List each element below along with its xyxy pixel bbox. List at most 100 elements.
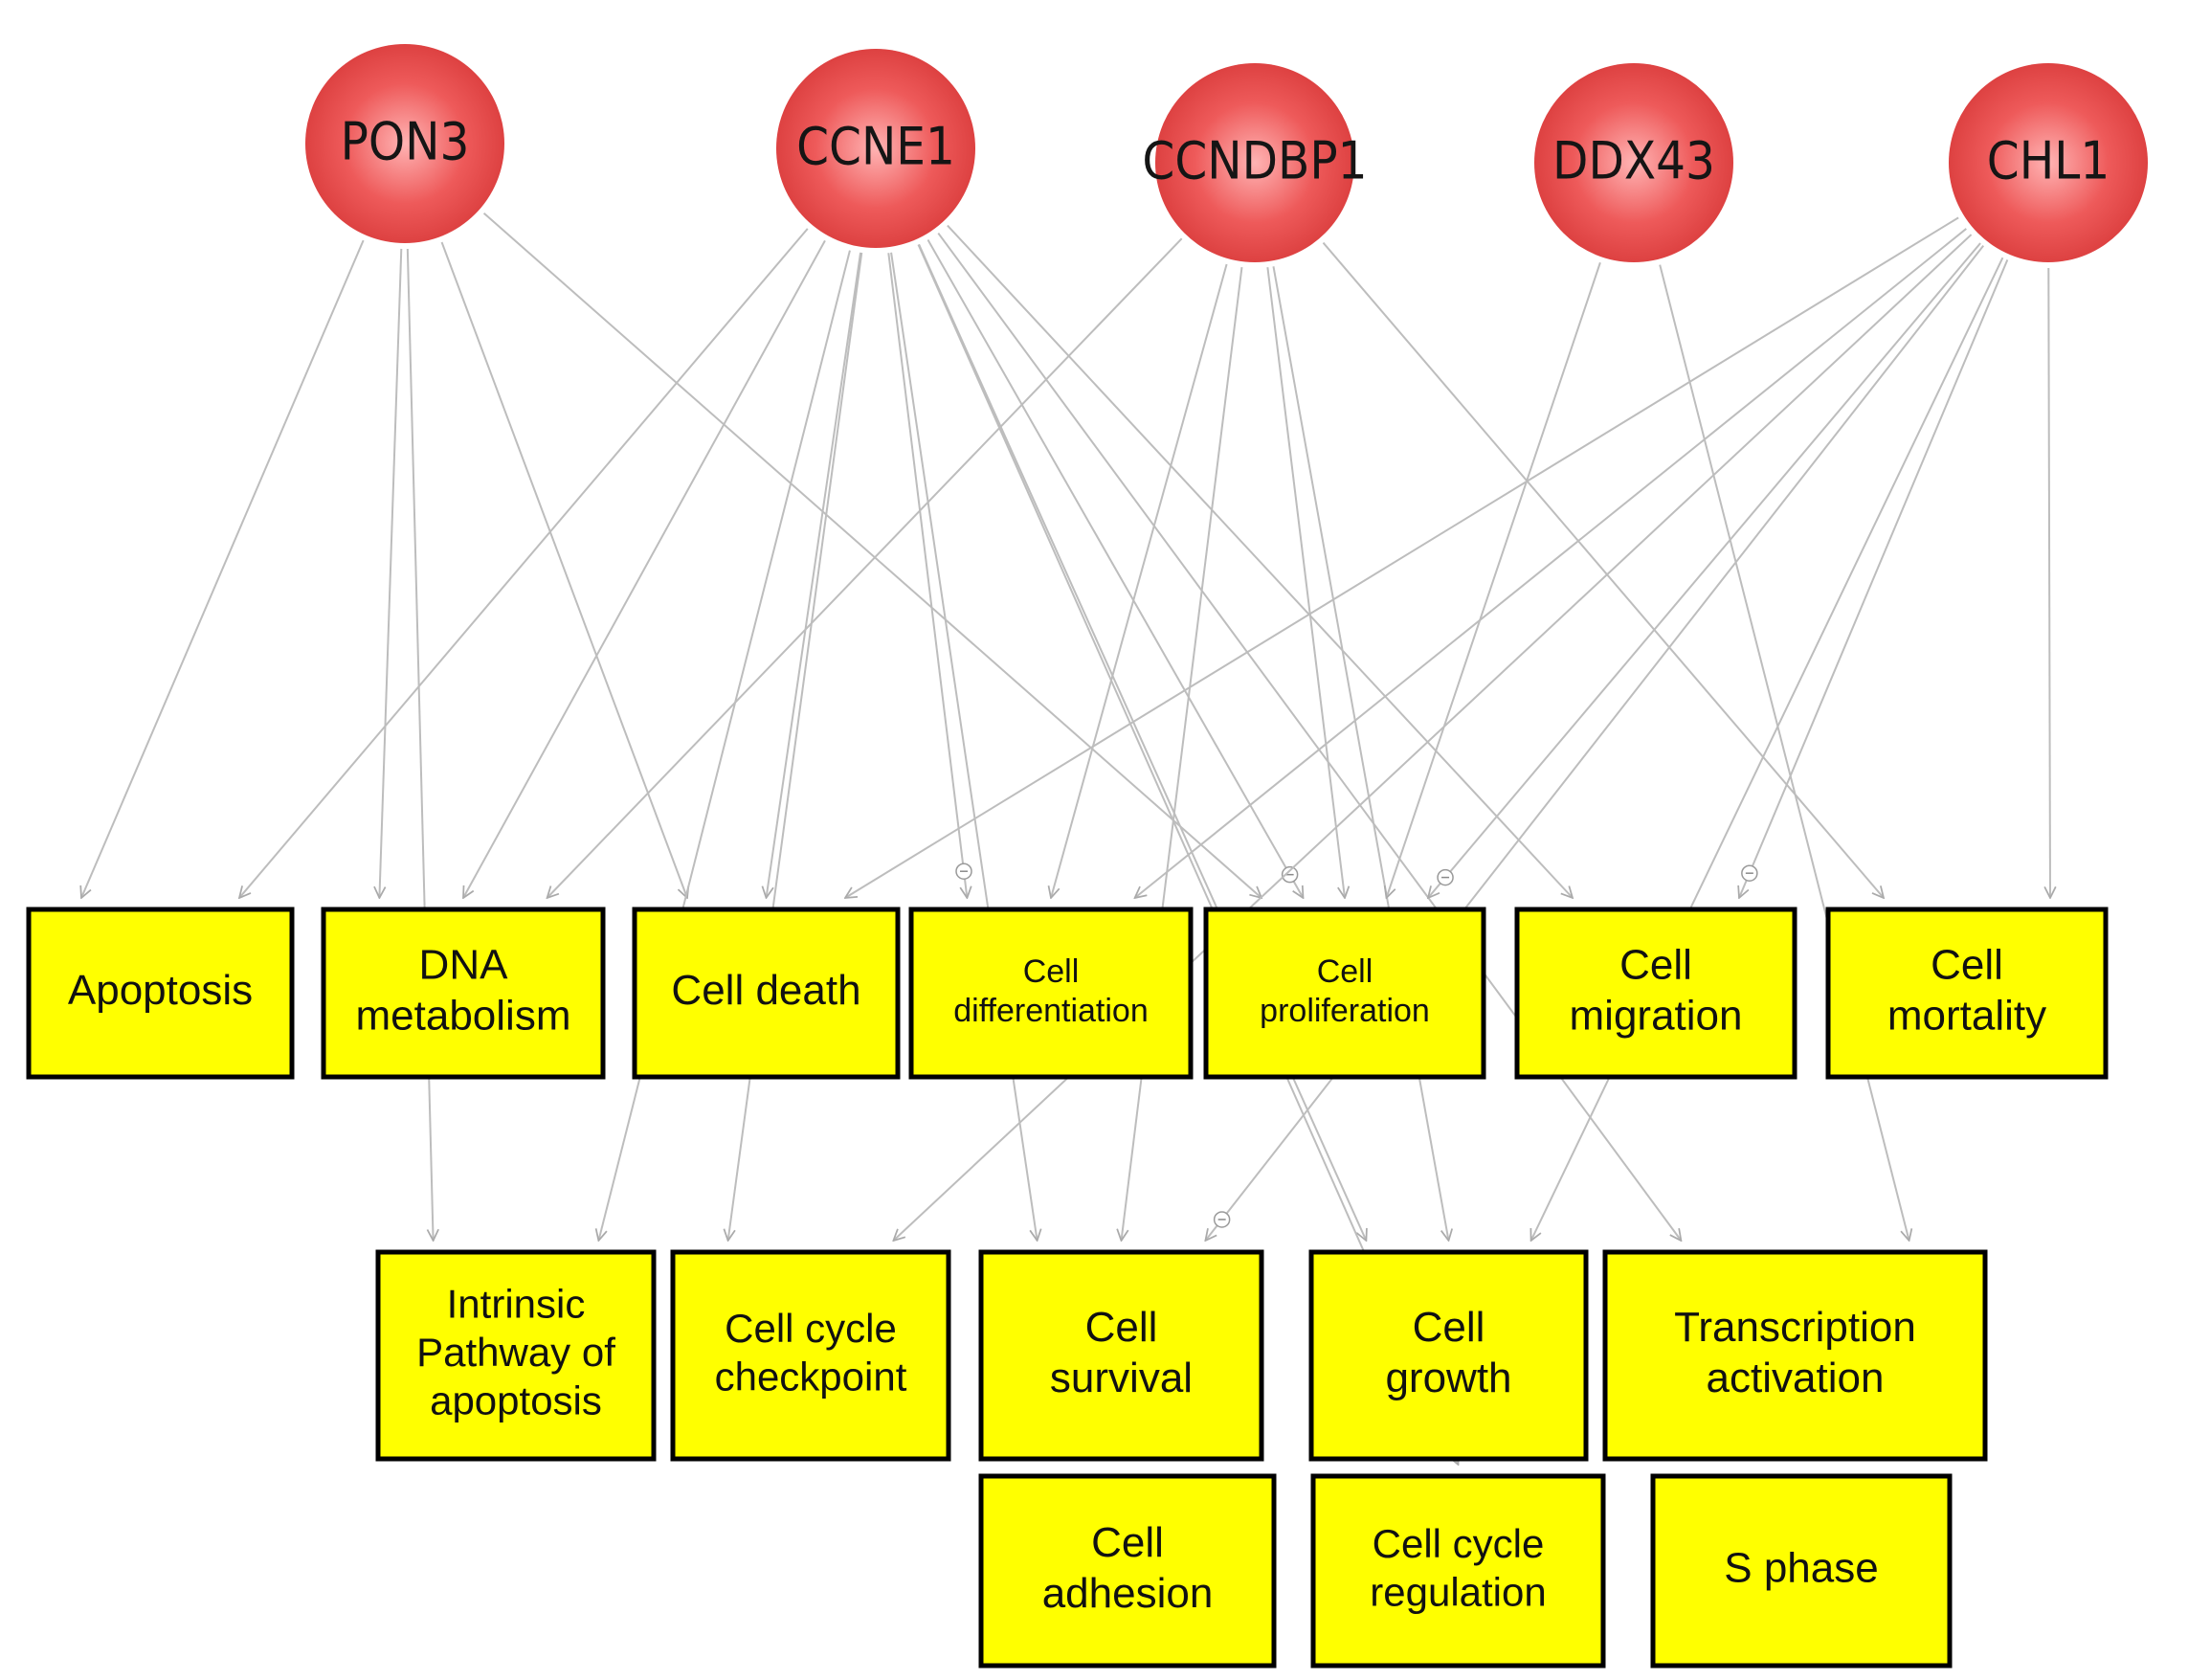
- gene-circle: [776, 49, 975, 248]
- edge-ccne1-to-cell-growth: [918, 243, 1366, 1241]
- process-box-rect: [26, 907, 295, 1080]
- edge-ccndbp1-to-cell-mortality: [1322, 241, 1884, 898]
- genes-layer: PON3 CCNE1 CCNDBP1 DDX43 CHL1: [305, 44, 2148, 262]
- edge-ccne1-to-intrinsic-pathway: [598, 250, 851, 1241]
- process-box-rect: [1203, 907, 1486, 1080]
- process-label-line: proliferation: [1260, 993, 1430, 1029]
- process-label-line: Cell: [1023, 953, 1080, 990]
- process-label-line: checkpoint: [715, 1354, 907, 1399]
- gene-node-ddx43[interactable]: DDX43: [1534, 63, 1733, 262]
- process-label-line: differentiation: [953, 993, 1149, 1029]
- gene-label: CHL1: [1987, 131, 2110, 191]
- edge-chl1-to-cell-growth: [1531, 257, 2004, 1241]
- process-label-line: mortality: [1887, 993, 2046, 1040]
- edge-chl1-to-cell-differentiation: [1135, 228, 1967, 898]
- edge-ccne1-to-transcription-activation: [937, 232, 1681, 1241]
- edge-ccne1-to-cell-cycle-checkpoint: [728, 252, 863, 1241]
- process-label-line: S phase: [1724, 1545, 1878, 1592]
- process-box-rect: [978, 1473, 1277, 1669]
- process-box-rect: [1825, 907, 2109, 1080]
- edge-pon3-to-cell-proliferation: [482, 212, 1261, 898]
- edge-chl1-to-cell-mortality: [2048, 267, 2050, 898]
- edge-ccndbp1-to-cell-proliferation: [1266, 267, 1345, 898]
- gene-node-pon3[interactable]: PON3: [305, 44, 504, 243]
- edge-ddx43-to-cell-proliferation: [1387, 261, 1601, 898]
- edge-ccne1-to-cell-death: [767, 252, 862, 898]
- process-label-line: Apoptosis: [68, 967, 253, 1014]
- edge-pon3-to-cell-death: [440, 241, 687, 898]
- edge-pon3-to-apoptosis: [81, 239, 365, 898]
- edge-chl1-to-cell-survival: [1205, 245, 1985, 1241]
- edge-chl1-to-cell-death: [845, 216, 1959, 898]
- process-label-line: Intrinsic: [447, 1282, 586, 1327]
- process-box-apoptosis[interactable]: Apoptosis: [26, 907, 295, 1080]
- process-box-rect: [321, 907, 606, 1080]
- process-label-line: Cell: [1091, 1519, 1164, 1566]
- process-box-rect: [1514, 907, 1797, 1080]
- edge-chl1-to-cell-proliferation: [1428, 242, 1981, 898]
- gene-node-ccne1[interactable]: CCNE1: [776, 49, 975, 248]
- gene-circle: [1155, 63, 1354, 262]
- edge-ccne1-to-cell-survival: [890, 252, 1038, 1241]
- process-label-line: Cell: [1931, 942, 2003, 989]
- process-label-line: Pathway of: [416, 1330, 615, 1375]
- process-box-rect: [632, 907, 901, 1080]
- edge-ccne1-to-dna-metabolism: [463, 239, 826, 898]
- process-label-line: Cell cycle: [725, 1306, 897, 1351]
- process-label-line: Cell: [1317, 953, 1373, 990]
- process-label-line: Cell: [1085, 1304, 1158, 1351]
- process-label-line: survival: [1050, 1355, 1193, 1401]
- gene-label: PON3: [341, 112, 470, 172]
- process-box-cell-death[interactable]: Cell death: [632, 907, 901, 1080]
- process-box-rect: [670, 1249, 951, 1462]
- process-label-line: apoptosis: [430, 1378, 602, 1422]
- process-label-line: Cell death: [671, 967, 860, 1014]
- edge-ccne1-to-cell-proliferation: [927, 239, 1303, 898]
- edge-ccne1-to-cell-migration: [947, 224, 1573, 898]
- process-box-rect: [1602, 1249, 1988, 1462]
- process-box-rect: [1308, 1249, 1589, 1462]
- process-box-rect: [375, 1249, 657, 1462]
- process-label-line: Cell: [1413, 1304, 1485, 1351]
- gene-node-chl1[interactable]: CHL1: [1949, 63, 2148, 262]
- edge-chl1-to-cell-migration: [1739, 259, 2009, 898]
- process-box-rect: [1310, 1473, 1606, 1669]
- edge-pon3-to-dna-metabolism: [379, 248, 403, 898]
- process-box-s-phase[interactable]: S phase: [1650, 1473, 1953, 1669]
- gene-node-ccndbp1[interactable]: CCNDBP1: [1142, 63, 1368, 262]
- edge-ccne1-to-cell-differentiation: [887, 253, 967, 898]
- edge-ccndbp1-to-dna-metabolism: [547, 237, 1183, 898]
- process-box-rect: [908, 907, 1194, 1080]
- process-label-line: migration: [1570, 993, 1743, 1040]
- edge-ddx43-to-transcription-activation: [1659, 264, 1909, 1241]
- process-box-rect: [1650, 1473, 1953, 1669]
- gene-circle: [1949, 63, 2148, 262]
- process-label-line: Transcription: [1674, 1304, 1916, 1351]
- edge-chl1-to-cell-cycle-checkpoint: [893, 234, 1973, 1241]
- process-label-line: metabolism: [356, 993, 571, 1040]
- edge-pon3-to-intrinsic-pathway: [406, 248, 434, 1241]
- gene-label: CCNE1: [796, 117, 955, 177]
- edge-ccndbp1-to-cell-survival: [1122, 267, 1243, 1241]
- gene-circle: [305, 44, 504, 243]
- process-label-line: DNA: [419, 942, 509, 989]
- process-label-line: Cell cycle: [1373, 1521, 1545, 1566]
- process-label-line: Cell: [1619, 942, 1692, 989]
- gene-circle: [1534, 63, 1733, 262]
- process-label-line: adhesion: [1042, 1570, 1214, 1617]
- gene-label: CCNDBP1: [1142, 131, 1367, 191]
